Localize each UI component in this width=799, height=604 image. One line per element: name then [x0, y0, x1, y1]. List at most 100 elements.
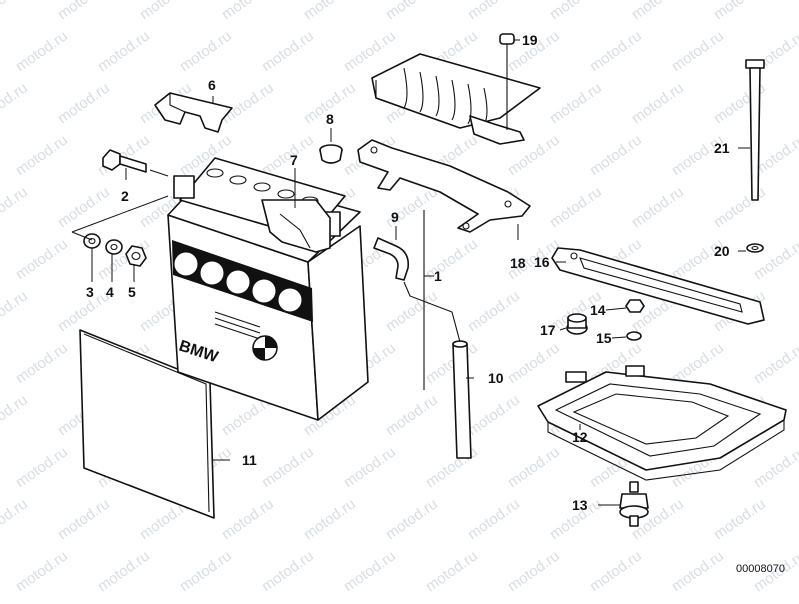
callout-16: 16: [534, 254, 550, 270]
watermark-text: motod.ru: [13, 235, 71, 283]
watermark-text: motod.ru: [95, 27, 153, 75]
watermark-text: motod.ru: [423, 547, 481, 595]
cap-part: [319, 144, 343, 164]
callout-15: 15: [596, 330, 612, 346]
watermark-text: motod.ru: [465, 391, 523, 439]
watermark-text: motod.ru: [711, 0, 769, 23]
watermark-text: motod.ru: [341, 443, 399, 491]
watermark-text: motod.ru: [587, 131, 645, 179]
callout-19: 19: [522, 32, 538, 48]
watermark-text: motod.ru: [465, 0, 523, 23]
watermark-text: motod.ru: [547, 0, 605, 23]
vent-tube-part: [403, 210, 461, 390]
terminal-cover-part: [154, 92, 233, 133]
rubber-mount-17-part: [566, 313, 588, 335]
watermark-text: motod.ru: [669, 547, 727, 595]
watermark-text: motod.ru: [55, 183, 113, 231]
watermark-text: motod.ru: [0, 287, 31, 335]
callout-20: 20: [714, 243, 730, 259]
watermark-text: motod.ru: [711, 183, 769, 231]
watermark-text: motod.ru: [55, 79, 113, 127]
long-bolt-part: [745, 59, 765, 201]
watermark-text: motod.ru: [505, 443, 563, 491]
watermark-text: motod.ru: [0, 391, 31, 439]
watermark-text: motod.ru: [547, 183, 605, 231]
rubber-buffer-part: [619, 481, 649, 527]
washer-20-part: [746, 243, 764, 253]
callout-13: 13: [572, 497, 588, 513]
vent-hose-part: [452, 340, 472, 459]
watermark-text: motod.ru: [629, 79, 687, 127]
watermark-text: motod.ru: [669, 27, 727, 75]
watermark-text: motod.ru: [587, 27, 645, 75]
callout-7: 7: [290, 152, 298, 168]
watermark-text: motod.ru: [219, 79, 277, 127]
watermark-text: motod.ru: [301, 495, 359, 543]
watermark-text: motod.ru: [13, 547, 71, 595]
callout-10: 10: [488, 370, 504, 386]
nut-part: [125, 245, 147, 267]
watermark-text: motod.ru: [547, 79, 605, 127]
watermark-text: motod.ru: [219, 0, 277, 23]
watermark-text: motod.ru: [751, 235, 799, 283]
watermark-text: motod.ru: [383, 0, 441, 23]
watermark-text: motod.ru: [13, 131, 71, 179]
callout-2: 2: [121, 188, 129, 204]
watermark-text: motod.ru: [177, 27, 235, 75]
watermark-text: motod.ru: [301, 0, 359, 23]
battery-tray-part: [537, 365, 787, 481]
watermark-text: motod.ru: [0, 0, 31, 23]
bracket-part: [357, 115, 531, 233]
nut-14-part: [625, 299, 645, 313]
watermark-text: motod.ru: [259, 131, 317, 179]
insulation-mat-part: [79, 329, 215, 519]
callout-12: 12: [572, 429, 588, 445]
bolt-part: [102, 149, 147, 173]
clamp-cover-part: [261, 199, 331, 253]
diagram-code: 00008070: [736, 563, 785, 575]
watermark-text: motod.ru: [465, 495, 523, 543]
watermark-text: motod.ru: [587, 547, 645, 595]
watermark-text: motod.ru: [95, 547, 153, 595]
screw-part: [499, 33, 515, 130]
callout-18: 18: [510, 255, 526, 271]
watermark-text: motod.ru: [13, 443, 71, 491]
callout-1: 1: [434, 268, 442, 284]
callout-11: 11: [242, 452, 257, 468]
watermark-text: motod.ru: [177, 547, 235, 595]
watermark-text: motod.ru: [13, 339, 71, 387]
lock-washer-part: [105, 239, 123, 255]
watermark-text: motod.ru: [465, 287, 523, 335]
watermark-text: motod.ru: [341, 547, 399, 595]
elbow-connector-part: [373, 237, 410, 281]
callout-labels: 1 2 3 4 5 6 7 8 9 10 11 12 13 14 15 16 1…: [86, 32, 730, 513]
watermark-text: motod.ru: [55, 287, 113, 335]
watermark-text: motod.ru: [711, 495, 769, 543]
watermark-text: motod.ru: [423, 443, 481, 491]
watermark-text: motod.ru: [751, 339, 799, 387]
callout-9: 9: [391, 209, 399, 225]
watermark-text: motod.ru: [751, 443, 799, 491]
callout-17: 17: [540, 322, 556, 338]
leader-lines: [71, 39, 750, 506]
watermark-text: motod.ru: [383, 495, 441, 543]
watermark-text: motod.ru: [383, 287, 441, 335]
watermark-text: motod.ru: [137, 0, 195, 23]
watermark-text: motod.ru: [505, 547, 563, 595]
watermark-text: motod.ru: [0, 183, 31, 231]
watermark-text: motod.ru: [259, 547, 317, 595]
callout-14: 14: [590, 302, 606, 318]
callout-8: 8: [326, 111, 334, 127]
watermark-text: motod.ru: [219, 495, 277, 543]
watermark-text: motod.ru: [259, 443, 317, 491]
watermark-text: motod.ru: [55, 0, 113, 23]
watermark-text: motod.ru: [629, 0, 687, 23]
callout-4: 4: [106, 284, 114, 300]
watermark-text: motod.ru: [629, 183, 687, 231]
callout-6: 6: [208, 77, 216, 93]
callout-5: 5: [128, 284, 136, 300]
watermark-text: motod.ru: [259, 27, 317, 75]
watermark-text: motod.ru: [0, 495, 31, 543]
battery-part: BMW: [167, 157, 369, 421]
